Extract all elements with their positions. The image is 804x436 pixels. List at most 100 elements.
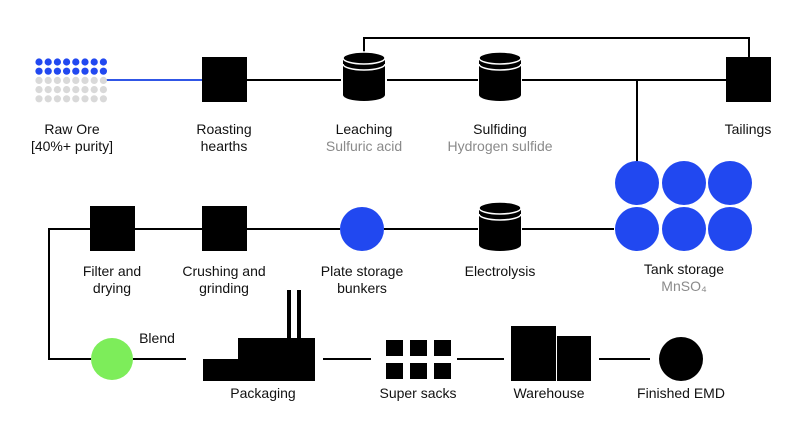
sulfiding-subtitle: Hydrogen sulfide — [447, 138, 553, 154]
tailings-title: Tailings — [724, 121, 772, 137]
leaching-title: Leaching — [335, 121, 393, 137]
ore-dot-filled — [72, 67, 80, 75]
crushing-label: Crushing and grinding — [182, 263, 265, 297]
ore-dot-filled — [53, 58, 62, 66]
electrolysis-label: Electrolysis — [465, 263, 536, 280]
ore-dot-empty — [44, 76, 52, 84]
ore-dot-empty — [90, 86, 98, 94]
ore-dot-empty — [35, 76, 43, 84]
crushing-grinding-icon — [202, 206, 247, 251]
ore-dot-filled — [44, 58, 52, 66]
roasting-label: Roasting hearths — [196, 121, 251, 155]
leaching-subtitle: Sulfuric acid — [325, 138, 403, 154]
filter-drying-icon — [90, 206, 135, 251]
raw-ore-purity-grid — [35, 58, 107, 103]
ore-dot-empty — [81, 86, 89, 94]
ore-dot-empty — [99, 95, 107, 103]
connector-filter-blend — [48, 228, 91, 360]
packaging-factory-icon — [203, 290, 315, 381]
tank-storage-circle — [615, 161, 659, 205]
ore-dot-empty — [44, 86, 52, 94]
connectors — [48, 37, 750, 360]
finished-emd-label: Finished EMD — [637, 385, 725, 402]
ore-dot-empty — [90, 95, 98, 103]
ore-dot-filled — [35, 58, 43, 66]
ore-dot-filled — [53, 67, 62, 75]
ore-dot-empty — [81, 76, 89, 84]
ore-dot-empty — [53, 86, 62, 94]
plate-storage-title: Plate storage — [320, 263, 404, 279]
ore-dot-filled — [63, 58, 71, 66]
tailings-label: Tailings — [725, 121, 772, 138]
crushing-title-line2: grinding — [199, 280, 249, 296]
ore-dot-filled — [90, 67, 98, 75]
ore-dot-filled — [44, 67, 52, 75]
ore-dot-filled — [99, 67, 107, 75]
ore-dot-empty — [63, 95, 71, 103]
ore-dot-empty — [35, 86, 43, 94]
warehouse-title: Warehouse — [513, 385, 585, 401]
crushing-title: Crushing and — [182, 263, 266, 279]
super-sacks-label: Super sacks — [379, 385, 456, 402]
filter-label: Filter and drying — [83, 263, 141, 297]
ore-dot-empty — [99, 76, 107, 84]
ore-dot-empty — [53, 76, 62, 84]
ore-dot-filled — [81, 67, 89, 75]
roasting-hearths-icon — [202, 57, 247, 102]
tank-storage-icon — [615, 161, 752, 251]
plate-storage-label: Plate storage bunkers — [321, 263, 404, 297]
ore-dot-empty — [63, 86, 71, 94]
finished-emd-title: Finished EMD — [637, 385, 725, 401]
ore-dot-empty — [72, 95, 80, 103]
raw-ore-title: Raw Ore — [44, 121, 100, 137]
ore-dot-empty — [53, 95, 62, 103]
warehouse-label: Warehouse — [513, 385, 584, 402]
finished-emd-icon — [659, 337, 703, 381]
ore-dot-empty — [99, 86, 107, 94]
tank-storage-circle — [708, 207, 752, 251]
ore-dot-empty — [44, 95, 52, 103]
tank-storage-circle — [708, 161, 752, 205]
ore-dot-empty — [63, 76, 71, 84]
filter-title: Filter and — [82, 263, 142, 279]
packaging-title: Packaging — [230, 385, 296, 401]
filter-title-line2: drying — [92, 280, 132, 296]
plate-storage-title-line2: bunkers — [337, 280, 387, 296]
plate-storage-icon — [340, 207, 384, 251]
tank-storage-circle — [615, 207, 659, 251]
super-sacks-icon — [386, 340, 451, 379]
ore-dot-empty — [72, 76, 80, 84]
blend-icon — [91, 338, 133, 380]
tailings-icon — [726, 57, 771, 102]
connector-leaching-tailings-loop — [363, 37, 750, 58]
sulfiding-label: Sulfiding Hydrogen sulfide — [447, 121, 552, 155]
ore-dot-empty — [90, 76, 98, 84]
roasting-title: Roasting — [196, 121, 252, 137]
ore-dot-filled — [63, 67, 71, 75]
ore-dot-empty — [35, 95, 43, 103]
blend-label: Blend — [139, 330, 175, 347]
tank-storage-label: Tank storage MnSO₄ — [644, 261, 724, 295]
ore-dot-filled — [99, 58, 107, 66]
raw-ore-purity-text: [40%+ purity] — [30, 138, 114, 154]
ore-dot-filled — [35, 67, 43, 75]
sulfiding-title: Sulfiding — [473, 121, 527, 137]
tank-storage-circle — [662, 207, 706, 251]
roasting-title-line2: hearths — [200, 138, 248, 154]
leaching-label: Leaching Sulfuric acid — [326, 121, 402, 155]
packaging-label: Packaging — [230, 385, 295, 402]
ore-dot-empty — [72, 86, 80, 94]
raw-ore-label: Raw Ore [40%+ purity] — [31, 121, 113, 155]
tank-storage-circle — [662, 161, 706, 205]
blend-title: Blend — [139, 330, 175, 346]
sulfiding-tank-icon — [478, 51, 522, 101]
leaching-tank-icon — [342, 51, 386, 101]
ore-dot-filled — [90, 58, 98, 66]
super-sacks-title: Super sacks — [379, 385, 457, 401]
tank-storage-subtitle: MnSO₄ — [661, 278, 707, 294]
ore-dot-empty — [81, 95, 89, 103]
ore-dot-filled — [81, 58, 89, 66]
tank-storage-title: Tank storage — [643, 261, 725, 277]
electrolysis-title: Electrolysis — [464, 263, 536, 279]
